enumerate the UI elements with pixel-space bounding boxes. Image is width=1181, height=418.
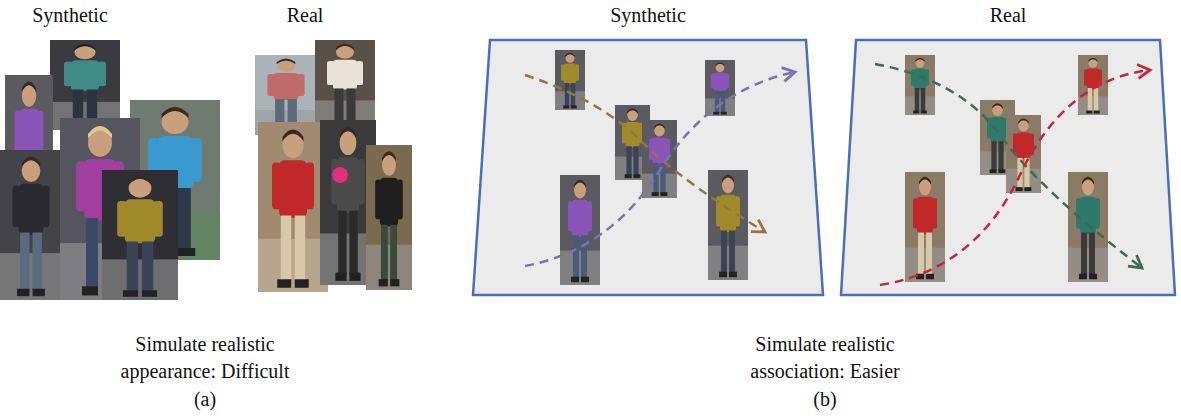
person-crop xyxy=(366,145,412,290)
scene-panel: Synthetic xyxy=(470,3,826,300)
panel-heading: Real xyxy=(838,3,1178,27)
panel-heading: Synthetic xyxy=(32,3,108,27)
panel-heading: Real xyxy=(287,3,324,27)
subfigure-caption: Simulate realistic association: Easier xyxy=(718,331,933,385)
person-crop xyxy=(1068,172,1108,282)
person-crop xyxy=(258,122,328,292)
person-crop xyxy=(1078,55,1108,115)
person-crop xyxy=(1006,115,1041,193)
person-crop xyxy=(555,50,585,110)
panel-heading: Synthetic xyxy=(470,3,826,27)
person-crop xyxy=(102,170,178,300)
scene-panel: Real xyxy=(838,3,1178,300)
person-crop xyxy=(708,170,748,280)
scene-ground xyxy=(841,40,1175,295)
subfigure-label: (a) xyxy=(194,386,216,413)
person-crop xyxy=(705,60,735,116)
panel-outline xyxy=(470,3,826,300)
subfigure-label: (b) xyxy=(813,386,836,413)
person-crop xyxy=(560,175,600,285)
panel-outline xyxy=(838,3,1178,300)
person-crop xyxy=(642,120,677,198)
person-crop xyxy=(905,55,935,115)
person-crop xyxy=(0,150,62,300)
person-crop xyxy=(315,40,375,128)
person-crop xyxy=(50,40,120,130)
subfigure-caption: Simulate realistic appearance: Difficult xyxy=(98,331,313,385)
pink-bag xyxy=(332,167,348,183)
scene-ground xyxy=(473,40,823,295)
